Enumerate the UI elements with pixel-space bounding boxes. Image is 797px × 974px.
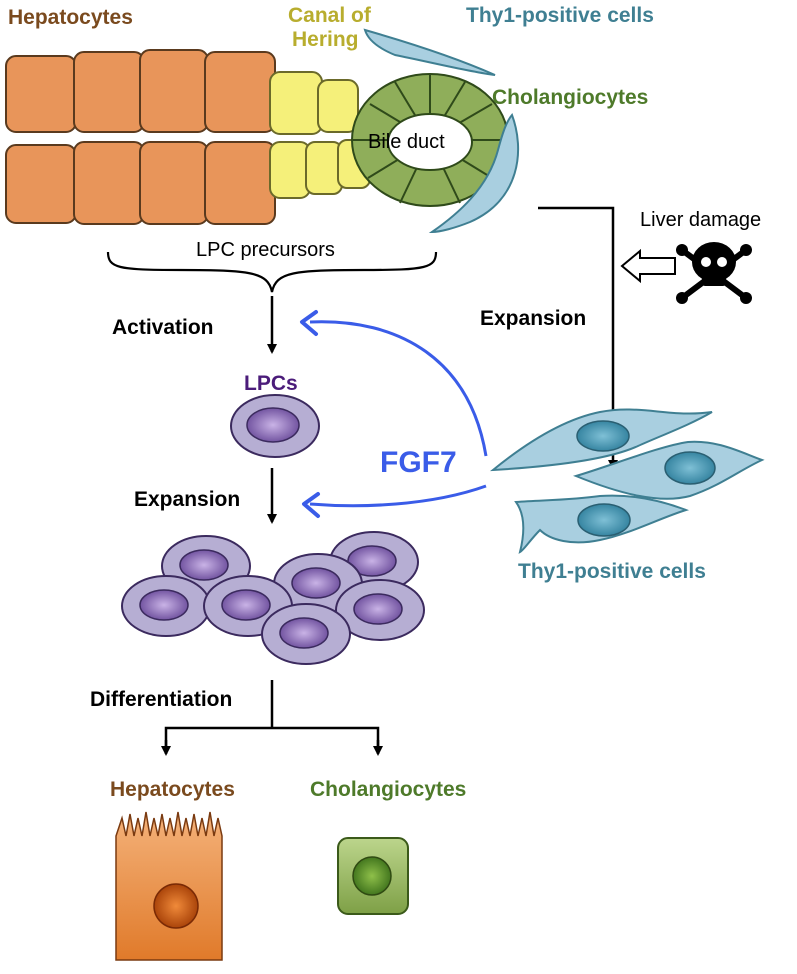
hepatocyte-cell	[204, 141, 276, 225]
liver-damage-label: Liver damage	[640, 209, 761, 231]
cholangiocytes-top-label: Cholangiocytes	[492, 86, 648, 109]
lpc-precursors-brace	[106, 251, 438, 293]
canal-cell	[317, 79, 359, 133]
fgf7-label: FGF7	[380, 446, 457, 479]
skull-crossbones-icon	[676, 242, 752, 304]
duct-lumen	[387, 113, 473, 171]
lpc-cell	[335, 579, 425, 641]
expansion-right-arrow	[538, 206, 618, 470]
fgf7-arrow-upper	[309, 320, 488, 457]
hepatocytes-bottom-label: Hepatocytes	[110, 778, 235, 801]
differentiation-label: Differentiation	[90, 688, 232, 711]
hepatocyte-cell	[5, 55, 77, 133]
canal-cell	[269, 141, 311, 199]
expansion-left-label: Expansion	[134, 488, 240, 511]
hepatocyte-cell	[204, 51, 276, 133]
fgf7-arrow-lower	[309, 484, 487, 508]
differentiation-branch	[164, 726, 380, 750]
hepatocyte-cell	[5, 144, 77, 224]
hepatocyte-cell-differentiated	[115, 811, 223, 961]
hollow-arrow-icon	[620, 248, 676, 284]
activation-label: Activation	[112, 316, 214, 339]
lpc-cluster	[121, 531, 425, 665]
fgf7-arrowhead-lower	[302, 492, 320, 518]
lpcs-label: LPCs	[244, 372, 298, 395]
thy1-nucleus	[577, 503, 631, 537]
canal-cell	[269, 71, 323, 135]
thy1-nucleus	[576, 420, 630, 452]
expansion-right-label: Expansion	[480, 307, 586, 330]
lpc-precursors-label: LPC precursors	[196, 239, 335, 261]
hepatocytes-top-label: Hepatocytes	[8, 6, 133, 29]
hepatocyte-cell	[73, 141, 145, 225]
thy1-cell-group	[489, 408, 765, 554]
hepatocyte-cell	[139, 49, 209, 133]
canal-cell	[305, 141, 343, 195]
fgf7-arrowhead-upper	[300, 310, 318, 336]
thy1-bottom-label: Thy1-positive cells	[518, 560, 706, 583]
lpc-cell	[230, 394, 320, 458]
canal-label-line2: Hering	[292, 28, 359, 51]
bile-duct-label: Bile duct	[368, 131, 445, 153]
lpc-cell	[261, 603, 351, 665]
thy1-top-label: Thy1-positive cells	[466, 4, 654, 27]
thy1-nucleus	[664, 451, 716, 485]
cholangiocyte-cell-differentiated	[337, 837, 409, 915]
hepatocyte-cell	[139, 141, 209, 225]
lpc-cell	[121, 575, 211, 637]
thy1-cell-side	[428, 113, 519, 234]
hepatocyte-row	[5, 49, 276, 225]
canal-label-line1: Canal of	[288, 4, 372, 27]
hepatocyte-cell	[73, 51, 145, 133]
bile-duct	[351, 73, 509, 207]
thy1-cell-top	[363, 28, 496, 76]
cholangiocytes-bottom-label: Cholangiocytes	[310, 778, 466, 801]
